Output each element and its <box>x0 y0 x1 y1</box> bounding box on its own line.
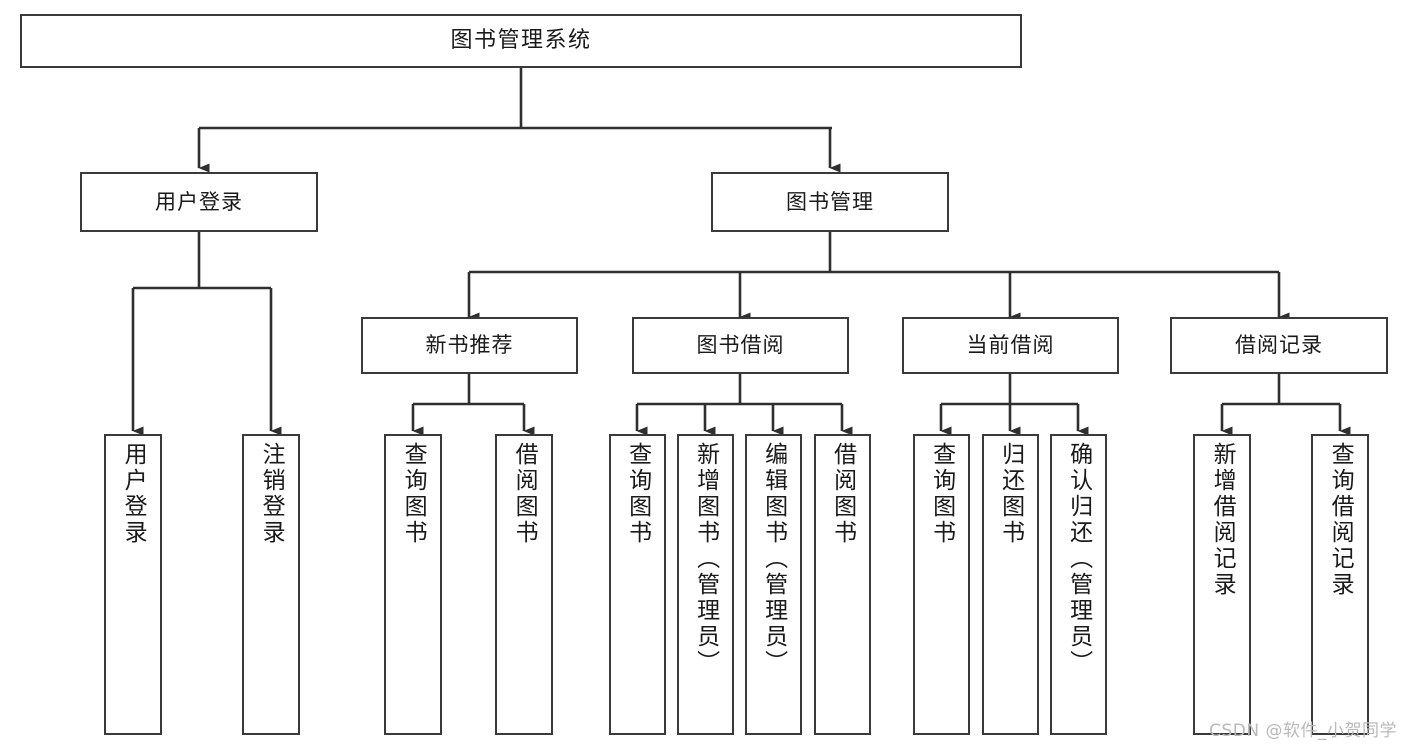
leaf-add-book-admin[interactable]: 新增图书（管理员） <box>677 434 734 735</box>
node-user-login[interactable]: 用户登录 <box>80 172 318 232</box>
node-label: 查询图书 <box>928 442 955 546</box>
csdn-watermark: CSDN @软件_小贺同学 <box>1209 721 1397 741</box>
leaf-query-book-borrow[interactable]: 查询图书 <box>609 434 666 735</box>
node-label: 图书管理 <box>786 189 874 214</box>
leaf-logout[interactable]: 注销登录 <box>242 434 300 735</box>
leaf-user-login[interactable]: 用户登录 <box>104 434 162 735</box>
node-label: 注销登录 <box>258 442 285 546</box>
node-current-borrow[interactable]: 当前借阅 <box>902 317 1119 374</box>
node-root-book-management-system[interactable]: 图书管理系统 <box>20 14 1022 68</box>
leaf-borrow-book-recommend[interactable]: 借阅图书 <box>495 434 553 735</box>
leaf-add-borrow-record[interactable]: 新增借阅记录 <box>1193 434 1251 735</box>
node-label: 借阅图书 <box>829 442 856 546</box>
node-label: 新增图书（管理员） <box>692 442 719 676</box>
node-label: 归还图书 <box>997 442 1024 546</box>
node-label: 确认归还（管理员） <box>1065 442 1092 676</box>
node-new-book-recommend[interactable]: 新书推荐 <box>361 317 578 374</box>
node-label: 编辑图书（管理员） <box>760 442 787 676</box>
node-label: 借阅图书 <box>511 442 538 546</box>
node-label: 新书推荐 <box>425 333 514 358</box>
node-label: 当前借阅 <box>966 333 1055 358</box>
node-label: 借阅记录 <box>1235 333 1323 358</box>
node-borrow-record[interactable]: 借阅记录 <box>1170 317 1388 374</box>
node-label: 新增借阅记录 <box>1209 442 1236 598</box>
node-label: 查询借阅记录 <box>1327 442 1354 598</box>
node-label: 图书借阅 <box>696 333 785 358</box>
leaf-return-book[interactable]: 归还图书 <box>982 434 1039 735</box>
leaf-query-borrow-record[interactable]: 查询借阅记录 <box>1311 434 1369 735</box>
node-label: 用户登录 <box>120 442 147 546</box>
leaf-borrow-book-borrow[interactable]: 借阅图书 <box>814 434 871 735</box>
leaf-query-book-current[interactable]: 查询图书 <box>913 434 970 735</box>
leaf-query-book-recommend[interactable]: 查询图书 <box>384 434 442 735</box>
node-book-borrow[interactable]: 图书借阅 <box>632 317 849 374</box>
leaf-confirm-return-admin[interactable]: 确认归还（管理员） <box>1050 434 1107 735</box>
leaf-edit-book-admin[interactable]: 编辑图书（管理员） <box>745 434 802 735</box>
node-book-management[interactable]: 图书管理 <box>711 172 949 232</box>
node-label: 用户登录 <box>155 189 243 214</box>
node-label: 图书管理系统 <box>450 28 592 54</box>
node-label: 查询图书 <box>624 442 651 546</box>
node-label: 查询图书 <box>400 442 427 546</box>
